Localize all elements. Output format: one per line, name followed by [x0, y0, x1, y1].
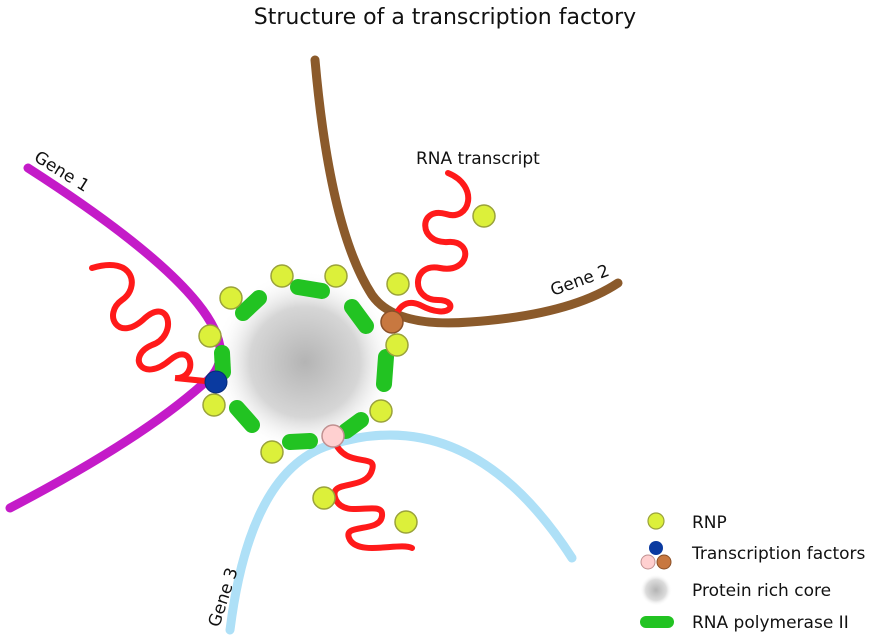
legend-rnp-swatch: [647, 512, 665, 530]
rnp-group: [198, 204, 496, 534]
rnp-particle: [472, 204, 496, 228]
rna-polymerase-ii: [290, 279, 330, 299]
rnp-particle: [385, 333, 409, 357]
rnp-particle: [394, 510, 418, 534]
rnp-particle: [219, 286, 243, 310]
rna-polymerase-ii: [376, 349, 394, 392]
rnp-particle: [324, 264, 348, 288]
rna-polymerase-ii: [229, 400, 260, 433]
rna-polymerase-ii: [338, 412, 369, 439]
legend-tf-label: Transcription factors: [691, 544, 866, 564]
rnp-particle: [386, 272, 410, 296]
diagram-title: Structure of a transcription factory: [254, 5, 636, 30]
transcription-factor-blue: [204, 370, 228, 394]
legend-polymerase-label: RNA polymerase II: [692, 613, 849, 633]
rnp-particle: [369, 399, 393, 423]
rnp-particle: [312, 486, 336, 510]
legend-rnp-label: RNP: [692, 513, 727, 533]
rna-polymerase-ii: [214, 345, 231, 380]
rna-polymerase-ii: [344, 299, 374, 334]
rna-transcript-3: [331, 437, 415, 551]
rna-transcript-2: [389, 170, 472, 325]
rnp-particle: [260, 440, 284, 464]
gene-1-strand: [5, 163, 225, 513]
rnp-particle: [202, 393, 226, 417]
rnp-particle: [270, 264, 294, 288]
legend-tf-pink-swatch: [640, 554, 656, 570]
rnp-particle: [198, 324, 222, 348]
rna-polymerase-ii: [282, 433, 318, 450]
rna-transcript-label: RNA transcript: [416, 149, 540, 169]
transcription-factor-pink: [321, 424, 345, 448]
legend-core-swatch: [640, 574, 672, 606]
legend-core-label: Protein rich core: [692, 581, 831, 601]
transcription-factor-brown: [380, 310, 404, 334]
polymerase-ring: [214, 279, 394, 450]
legend-tf-brown-swatch: [656, 554, 672, 570]
legend-tf-blue-swatch: [649, 541, 663, 555]
legend: RNP Transcription factors Protein rich c…: [640, 512, 866, 633]
rna-transcript-1: [89, 262, 208, 384]
rna-polymerase-ii: [235, 290, 267, 321]
